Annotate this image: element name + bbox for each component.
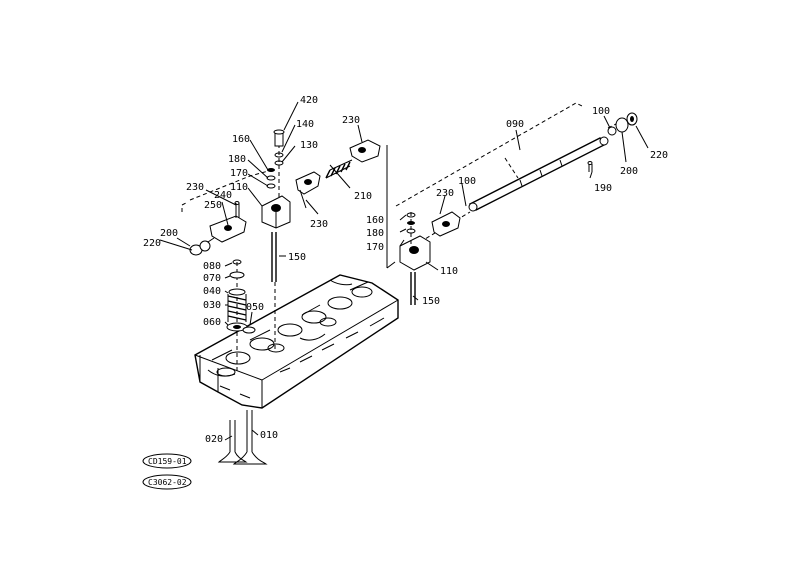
label-150-left: 150 [288,252,306,263]
label-100-left: 100 [458,176,476,187]
label-230-b: 230 [342,115,360,126]
rocker-arm-230-a [295,171,321,209]
label-140: 140 [296,119,314,130]
label-160-left: 160 [232,134,250,145]
label-070: 070 [203,273,221,284]
label-080: 080 [203,261,221,272]
label-090: 090 [506,119,524,130]
label-200-right: 200 [620,166,638,177]
label-420: 420 [300,95,318,106]
rocker-bolt-420 [266,129,285,205]
valve-020 [217,420,248,463]
label-230-c: 230 [310,219,328,230]
label-250: 250 [204,200,222,211]
rocker-arm-230-b [349,139,381,163]
label-190: 190 [594,183,612,194]
rocker-arm-230-c [209,215,247,243]
push-rod-150-right [410,272,416,305]
label-230-a: 230 [186,182,204,193]
label-180-left: 180 [228,154,246,165]
label-060: 060 [203,317,221,328]
rocker-bracket-110-right [399,212,431,271]
label-180-right: 180 [366,228,384,239]
push-rod-150-left [271,232,277,350]
label-050: 050 [246,302,264,313]
label-150-right: 150 [422,296,440,307]
ref-tag-2: C3062-02 [148,478,187,487]
label-020: 020 [205,434,223,445]
rocker-bracket-110-left [261,195,291,229]
label-220-left: 220 [143,238,161,249]
label-110-left: 110 [230,182,248,193]
label-010: 010 [260,430,278,441]
leader-lines [159,101,649,441]
label-170-left: 170 [230,168,248,179]
valve-spring-stack [226,259,256,372]
cylinder-head [194,274,399,409]
label-100-right: 100 [592,106,610,117]
part-labels: 420 140 130 160 180 170 110 230 240 250 … [143,95,668,445]
label-130: 130 [300,140,318,151]
label-220-right: 220 [650,150,668,161]
label-210: 210 [354,191,372,202]
ref-tag-1: CD159-01 [148,457,187,466]
shaft-end-parts-right [587,112,638,172]
label-160-right: 160 [366,215,384,226]
label-040: 040 [203,286,221,297]
label-200-left: 200 [160,228,178,239]
rocker-spring-210 [325,159,353,179]
label-110-right: 110 [440,266,458,277]
label-240: 240 [214,190,232,201]
label-230-d: 230 [436,188,454,199]
reference-tags: CD159-01 C3062-02 [142,453,192,490]
label-170-right: 170 [366,242,384,253]
rocker-arm-230-d [431,211,461,237]
valve-010 [232,410,268,465]
label-030: 030 [203,300,221,311]
